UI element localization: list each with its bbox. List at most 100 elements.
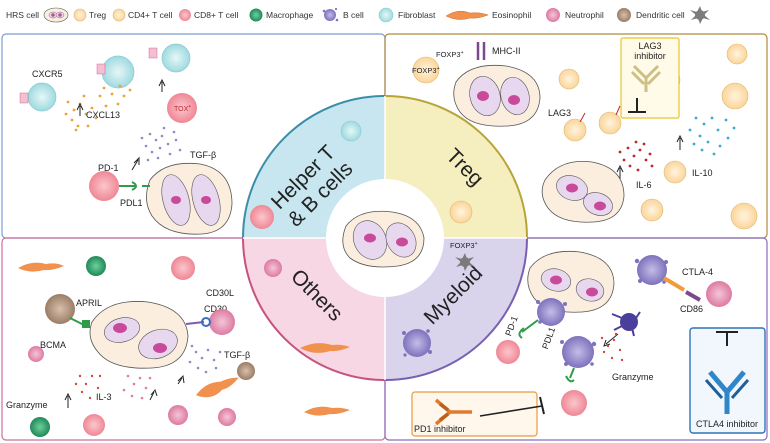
myeloid-cd8-left: [496, 340, 520, 364]
legend-cd4-label: CD4+ T cell: [128, 10, 172, 20]
center-hrs-cell: [342, 210, 425, 268]
lag3-inhibitor-label-2: inhibitor: [634, 51, 666, 61]
treg-cell-6: [563, 118, 587, 142]
ctla4-inhibitor-label: CTLA4 inhibitor: [696, 419, 758, 429]
tox-label: TOX+: [174, 104, 191, 113]
others-tgfb-label: TGF-β: [224, 350, 250, 360]
wheel-b-cell: [340, 120, 362, 142]
treg-hrs-cell: [453, 64, 541, 127]
legend-cd8-label: CD8+ T cell: [194, 10, 238, 20]
ctla4-label: CTLA-4: [682, 267, 713, 277]
others-granzyme-label: Granzyme: [6, 400, 48, 410]
il3-dots: [122, 374, 152, 400]
helper-pdl1-label: PDL1: [120, 198, 143, 208]
pd1-block-line: [479, 405, 543, 417]
lag3-inhibitor-label-1: LAG3: [638, 41, 661, 51]
dendritic-spiky-icon: [690, 6, 710, 24]
treg-foxp3-mid: FOXP3+: [412, 66, 440, 75]
cd86-neutrophil: [706, 281, 732, 307]
treg-hrs-cell-bottom: [541, 161, 625, 223]
cd8-t-cell-icon: [179, 9, 191, 21]
pd1-inhibitor-label: PD1 inhibitor: [414, 424, 466, 434]
legend-treg-label: Treg: [89, 10, 106, 20]
treg-cell-2: [558, 68, 580, 90]
helper-panel: CXCR5 CXCL13 TOX+ TGF-β: [19, 43, 233, 235]
helper-b-cell-right: [161, 43, 191, 73]
cd86-label: CD86: [680, 304, 703, 314]
helper-b-cell-top: [101, 55, 135, 89]
il6-label: IL-6: [636, 180, 652, 190]
legend-fibroblast-label: Fibroblast: [398, 10, 436, 20]
pd1-cd8-cell: [89, 171, 119, 201]
april-label: APRIL: [76, 298, 102, 308]
tgfb-dots-others: [188, 344, 222, 374]
b-cell-icon: [322, 7, 339, 22]
myeloid-dendritic-cell: [611, 311, 641, 337]
lag3-inhibitor-box: [620, 37, 680, 119]
others-neutrophil-bottom: [168, 405, 188, 425]
il10-label: IL-10: [692, 168, 713, 178]
neutrophil-icon: [546, 8, 560, 22]
central-wheel: Helper T & B cells Treg Others Myeloid F…: [242, 95, 528, 381]
treg-cell-10: [730, 202, 758, 230]
bcma-label: BCMA: [40, 340, 66, 350]
granzyme-dots-others: [74, 374, 102, 400]
others-dendritic-2: [237, 362, 255, 380]
cd30-label: CD30: [204, 304, 227, 314]
helper-tgfb-label: TGF-β: [190, 150, 216, 160]
treg-cell-8: [663, 160, 687, 184]
helper-pd1-label: PD-1: [98, 163, 119, 173]
mhcii-label: MHC-II: [492, 46, 521, 56]
fibroblast-icon: [378, 7, 394, 23]
wheel-dendritic-cell: [455, 253, 475, 271]
il10-dots: [688, 116, 736, 156]
treg-panel: MHC-II FOXP3+ FOXP3+ LAG3 inhibitor LAG3: [412, 37, 758, 230]
treg-cell-5: [721, 82, 749, 110]
myeloid-granzyme-label: Granzyme: [612, 372, 654, 382]
legend-eosinophil-label: Eosinophil: [492, 10, 531, 20]
il6-dots: [618, 140, 654, 172]
others-neutrophil-left: [28, 346, 44, 362]
eosinophil-3: [304, 406, 350, 416]
pd1-antibody-icon: [434, 398, 472, 426]
cxcr5-label: CXCR5: [32, 69, 63, 79]
tgfb-dots-helper: [140, 126, 182, 162]
treg-icon: [73, 8, 87, 22]
lag3-block-icon: [628, 98, 646, 113]
lag3-label: LAG3: [548, 108, 571, 118]
myeloid-macrophage-mid: [560, 336, 597, 368]
hrs-cell-icon: [43, 7, 69, 23]
april-dendritic-cell: [45, 294, 75, 324]
macrophage-2: [30, 417, 50, 437]
lag3-antibody-icon: [630, 64, 662, 92]
ctla4-macrophage: [634, 255, 668, 285]
treg-cell-4: [726, 43, 748, 65]
legend-dendritic-label: Dendritic cell: [636, 10, 685, 20]
eosinophil-icon: [445, 10, 489, 20]
legend-macrophage-label: Macrophage: [266, 10, 314, 20]
legend-neutrophil-label: Neutrophil: [565, 10, 604, 20]
wheel-eosinophil: [300, 343, 350, 353]
others-panel: APRIL BCMA CD30L CD30 TGF-β Granzyme: [6, 256, 350, 437]
macrophage-icon: [249, 8, 263, 22]
myeloid-panel: CTLA-4 CD86 PD-1 PDL1 Granzyme: [411, 250, 766, 437]
cxcl13-dots: [64, 84, 132, 132]
pd1-inhibitor-box: [411, 391, 538, 437]
others-neutrophil-bottom-2: [218, 408, 236, 426]
ctla4-receptor: [662, 276, 686, 292]
legend: HRS cell Treg CD4+ T cell CD8+ T cell Ma…: [6, 6, 710, 24]
macrophage-1: [86, 256, 106, 276]
cd86-receptor: [685, 290, 701, 302]
cd30l-label: CD30L: [206, 288, 234, 298]
cxcl13-label: CXCL13: [86, 110, 120, 120]
ctla4-block-icon: [716, 331, 738, 346]
wheel-macrophage: [402, 329, 432, 357]
wheel-treg-cell: [449, 200, 473, 224]
others-hrs-cell: [89, 301, 189, 369]
granzyme-dots-myeloid: [600, 332, 624, 362]
helper-b-cell-left: [27, 82, 57, 112]
others-cd8-top: [171, 256, 195, 280]
receptor-icon: [19, 92, 29, 104]
wheel-foxp3-label: FOXP3+: [450, 241, 478, 250]
